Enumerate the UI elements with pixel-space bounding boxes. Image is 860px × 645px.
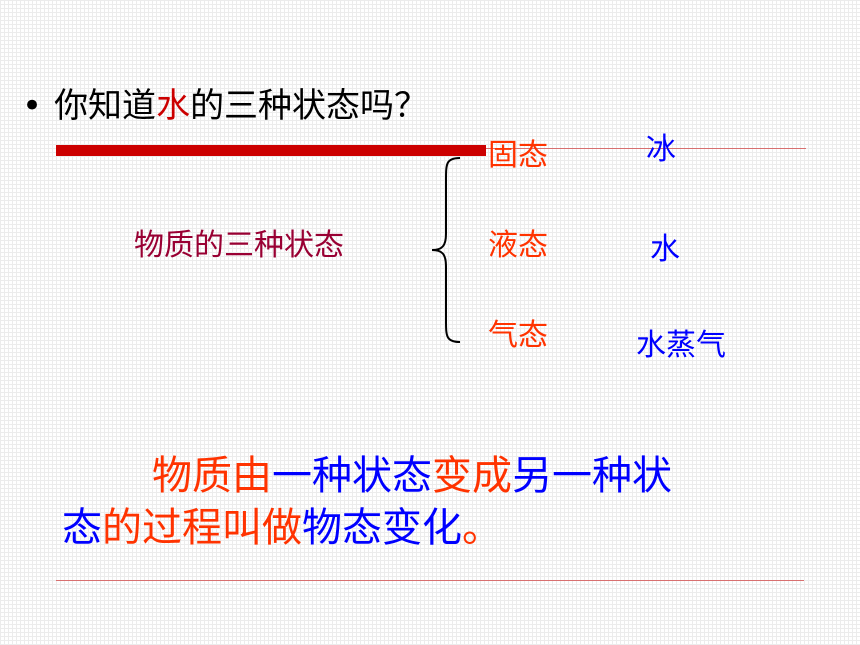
question-text-start: 你知道 — [54, 86, 157, 126]
def-segment: 另一种状 — [512, 453, 672, 499]
thin-divider-top — [486, 148, 806, 149]
state-solid: 固态 — [488, 138, 548, 173]
bullet-dot: • — [22, 86, 43, 126]
state-liquid: 液态 — [488, 228, 548, 263]
def-segment: 的过程叫做 — [102, 505, 302, 551]
matter-states-label: 物质的三种状态 — [134, 228, 344, 263]
form-water: 水 — [650, 232, 680, 267]
def-segment: 变成 — [432, 453, 512, 499]
curly-brace-icon — [431, 157, 461, 343]
definition-text: 物质由一种状态变成另一种状 态的过程叫做物态变化。 — [62, 450, 672, 554]
def-segment: 态 — [62, 505, 102, 551]
question-bullet: • 你知道水的三种状态吗？ — [22, 84, 428, 128]
def-segment: 物质由 — [152, 453, 272, 499]
question-highlight: 水 — [156, 86, 191, 126]
state-gas: 气态 — [488, 318, 548, 353]
red-divider-bar — [56, 145, 486, 156]
form-ice: 冰 — [646, 132, 676, 167]
thin-divider-bottom — [56, 580, 804, 581]
definition-line-2: 态的过程叫做物态变化。 — [62, 502, 672, 554]
form-vapor: 水蒸气 — [636, 328, 726, 363]
def-segment: 。 — [462, 505, 502, 551]
question-text-end: 的三种状态吗？ — [190, 86, 429, 126]
def-segment: 一种状态 — [272, 453, 432, 499]
def-segment: 物态变化 — [302, 505, 462, 551]
